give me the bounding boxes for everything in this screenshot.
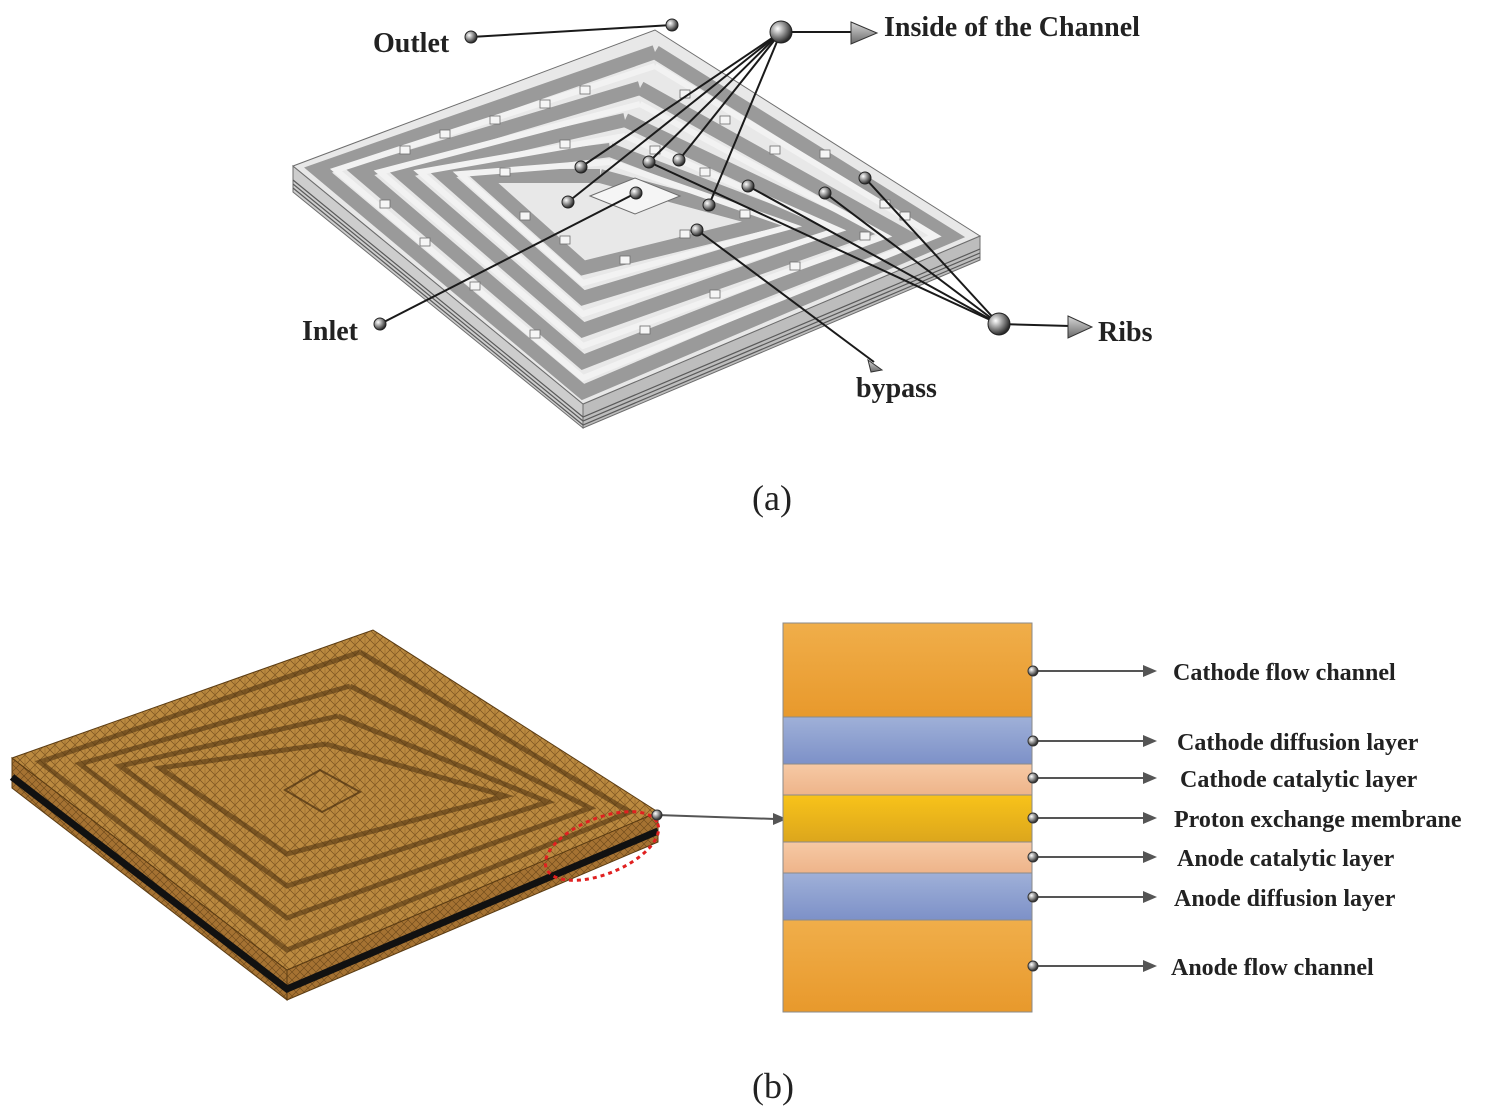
- layer-label-2: Cathode catalytic layer: [1180, 767, 1418, 793]
- layer-arrowhead-2: [1143, 772, 1157, 784]
- rib-blocks: [379, 85, 911, 339]
- inside-channel-hub: [769, 20, 793, 44]
- layer-label-6: Anode flow channel: [1171, 955, 1374, 981]
- layer-band-0: [782, 622, 1033, 718]
- layer-label-1: Cathode diffusion layer: [1177, 730, 1419, 756]
- layer-arrowhead-5: [1143, 891, 1157, 903]
- layer-dot-0: [1027, 665, 1039, 677]
- layer-band-3: [782, 794, 1033, 843]
- layer-dot-5: [1027, 891, 1039, 903]
- layer-band-1: [782, 716, 1033, 765]
- layer-band-4: [782, 841, 1033, 874]
- mesh-spiral: [34, 649, 636, 953]
- panel-a-dots: [373, 18, 1011, 336]
- layer-arrowhead-6: [1143, 960, 1157, 972]
- layer-arrowhead-1: [1143, 735, 1157, 747]
- layer-dot-2: [1027, 772, 1039, 784]
- panel-b-mesh-plate: [9, 629, 661, 1002]
- layer-label-5: Anode diffusion layer: [1174, 886, 1396, 912]
- inside-channel-arrowhead: [850, 21, 879, 45]
- ribs-hub: [987, 312, 1011, 336]
- label-ribs: Ribs: [1098, 317, 1153, 348]
- caption-b: (b): [752, 1066, 794, 1106]
- plate-layer-lines: [292, 179, 981, 426]
- layer-label-0: Cathode flow channel: [1173, 660, 1396, 686]
- layer-band-6: [782, 919, 1033, 1013]
- panel-a-plate: [292, 29, 982, 430]
- mesh-to-stack-connector: [651, 809, 787, 825]
- layer-band-5: [782, 872, 1033, 921]
- layer-arrowhead-3: [1143, 812, 1157, 824]
- layer-dot-1: [1027, 735, 1039, 747]
- label-inside-channel: Inside of the Channel: [884, 12, 1140, 43]
- mesh-top-face: [10, 629, 660, 971]
- mesh-membrane-band: [9, 774, 660, 994]
- label-bypass: bypass: [856, 373, 937, 404]
- bypass-arrowhead: [867, 358, 884, 373]
- layer-label-4: Anode catalytic layer: [1177, 846, 1395, 872]
- layer-dot-4: [1027, 851, 1039, 863]
- label-inlet: Inlet: [302, 316, 359, 347]
- ribs-arrowhead: [1067, 315, 1094, 339]
- layer-dot-6: [1027, 960, 1039, 972]
- layer-arrowhead-4: [1143, 851, 1157, 863]
- caption-a: (a): [752, 478, 792, 518]
- layer-dot-3: [1027, 812, 1039, 824]
- mesh-center-block: [283, 768, 363, 814]
- layer-band-2: [782, 763, 1033, 796]
- highlight-ellipse: [543, 810, 661, 882]
- label-outlet: Outlet: [373, 28, 450, 59]
- layer-arrowhead-0: [1143, 665, 1157, 677]
- panel-a-leaders: [379, 24, 1071, 363]
- layer-label-3: Proton exchange membrane: [1174, 807, 1462, 833]
